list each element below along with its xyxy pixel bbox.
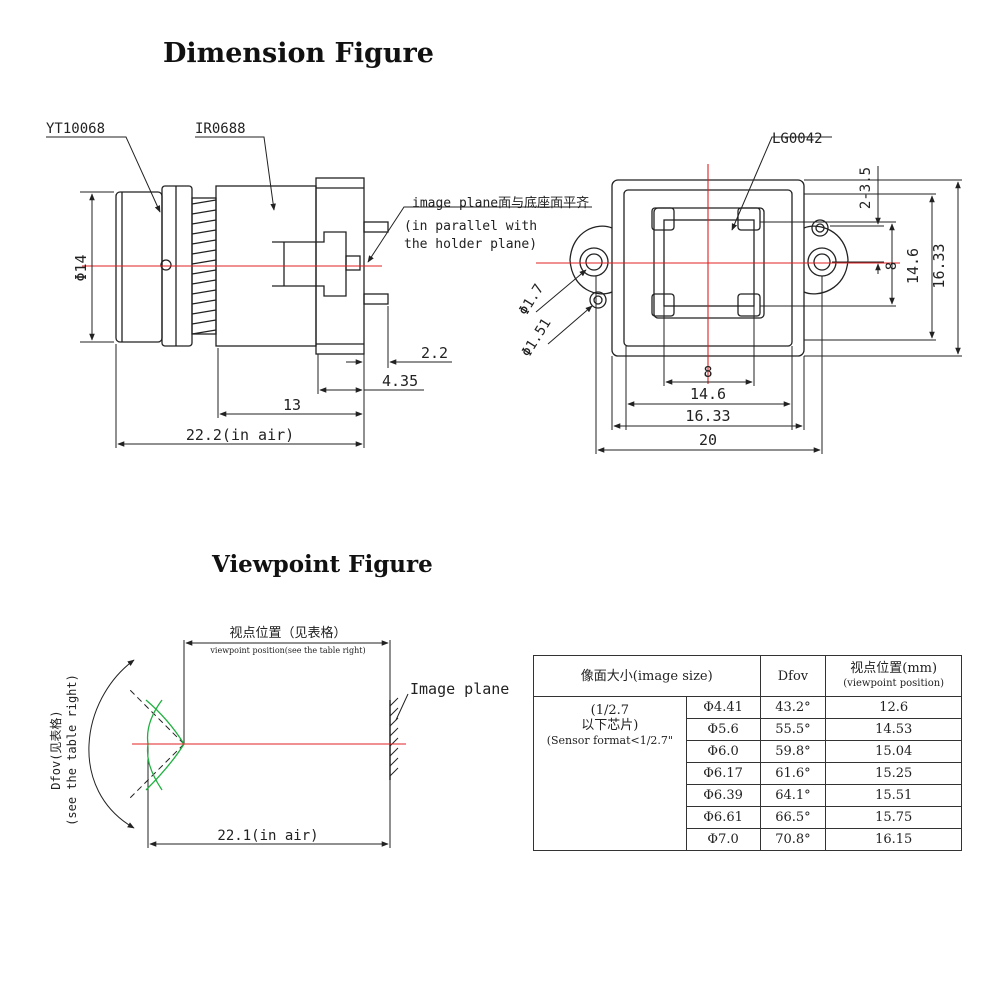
dim-label-14-6-horizontal: 14.6 <box>690 385 726 403</box>
sensor-format-line2: 以下芯片) <box>581 718 639 733</box>
viewpoint-diagram <box>88 640 409 848</box>
cell-dfov: 61.6° <box>759 762 827 785</box>
image-plane-note-1: image plane面与底座面平齐 <box>412 195 589 211</box>
dim-label-8-vertical: 8 <box>884 262 900 270</box>
dim-label-4-35: 4.35 <box>382 372 418 390</box>
cell-viewpoint: 15.75 <box>825 806 962 829</box>
dfov-label-cn: Dfov(见表格) <box>48 710 63 789</box>
viewpoint-table: 像面大小(image size) Dfov 视点位置(mm) (viewpoin… <box>533 655 962 851</box>
cell-size: Φ6.39 <box>685 784 761 807</box>
front-view-centerlines <box>536 164 900 384</box>
header-viewpoint: 视点位置(mm) (viewpoint position) <box>825 655 962 697</box>
side-view-leaders <box>46 136 592 263</box>
header-image-size: 像面大小(image size) <box>533 655 761 697</box>
sensor-format-line3: (Sensor format<1/2.7" <box>546 734 673 747</box>
cell-viewpoint: 15.04 <box>825 740 962 763</box>
cell-dfov: 55.5° <box>759 718 827 741</box>
dim-label-phi-1-7: Φ1.7 <box>516 281 547 318</box>
dim-label-diameter: Φ14 <box>72 254 90 281</box>
cell-dfov: 43.2° <box>759 696 827 719</box>
cell-viewpoint: 12.6 <box>825 696 962 719</box>
dim-label-2-3-5: 2-3.5 <box>858 167 874 209</box>
dim-label-22-1: 22.1(in air) <box>217 828 318 844</box>
part-label-lens: YT10068 <box>46 121 105 137</box>
cell-dfov: 66.5° <box>759 806 827 829</box>
dim-diameter <box>80 191 114 343</box>
cell-dfov: 70.8° <box>759 828 827 851</box>
cell-viewpoint: 15.25 <box>825 762 962 785</box>
header-dfov: Dfov <box>759 655 827 697</box>
header-viewpoint-cn: 视点位置(mm) <box>850 661 938 676</box>
image-plane-note-2: (in parallel with <box>404 219 537 234</box>
cell-size: Φ7.0 <box>685 828 761 851</box>
dim-label-13: 13 <box>283 396 301 414</box>
cell-viewpoint: 14.53 <box>825 718 962 741</box>
dimension-figure-title: Dimension Figure <box>163 38 434 69</box>
viewpoint-label-en: viewpoint position(see the table right) <box>209 646 365 655</box>
image-plane-label: Image plane <box>410 680 509 698</box>
cell-size: Φ5.6 <box>685 718 761 741</box>
cell-size: Φ6.0 <box>685 740 761 763</box>
dim-label-20: 20 <box>699 431 717 449</box>
dim-label-2-2: 2.2 <box>421 344 448 362</box>
cell-viewpoint: 15.51 <box>825 784 962 807</box>
dim-label-16-33-horizontal: 16.33 <box>685 407 730 425</box>
dfov-label-en: (see the table right) <box>65 674 79 826</box>
dim-label-22-2: 22.2(in air) <box>186 426 294 444</box>
front-view-horizontal-dims <box>595 276 823 454</box>
image-plane-note-3: the holder plane) <box>404 237 537 252</box>
side-view-horizontal-dims <box>115 306 452 448</box>
dim-label-phi-1-51: Φ1.51 <box>519 316 555 360</box>
part-label-holder: LG0042 <box>772 131 823 147</box>
cell-dfov: 59.8° <box>759 740 827 763</box>
cell-size: Φ6.17 <box>685 762 761 785</box>
cell-dfov: 64.1° <box>759 784 827 807</box>
viewpoint-label-cn: 视点位置（见表格） <box>229 625 346 641</box>
front-view-holder <box>569 179 849 357</box>
sensor-format-line1: (1/2.7 <box>590 703 630 718</box>
dim-label-8-horizontal: 8 <box>703 363 712 381</box>
cell-size: Φ6.61 <box>685 806 761 829</box>
dim-label-14-6-vertical: 14.6 <box>904 248 922 284</box>
dim-label-16-33-vertical: 16.33 <box>930 243 948 288</box>
cell-size: Φ4.41 <box>685 696 761 719</box>
viewpoint-figure-title: Viewpoint Figure <box>212 551 433 578</box>
part-label-ir: IR0688 <box>195 121 246 137</box>
front-view-leaders <box>535 136 832 345</box>
header-viewpoint-en: (viewpoint position) <box>843 678 945 689</box>
front-view-vertical-dims <box>760 166 962 357</box>
sensor-format-cell: (1/2.7 以下芯片) (Sensor format<1/2.7" <box>533 696 687 851</box>
cell-viewpoint: 16.15 <box>825 828 962 851</box>
